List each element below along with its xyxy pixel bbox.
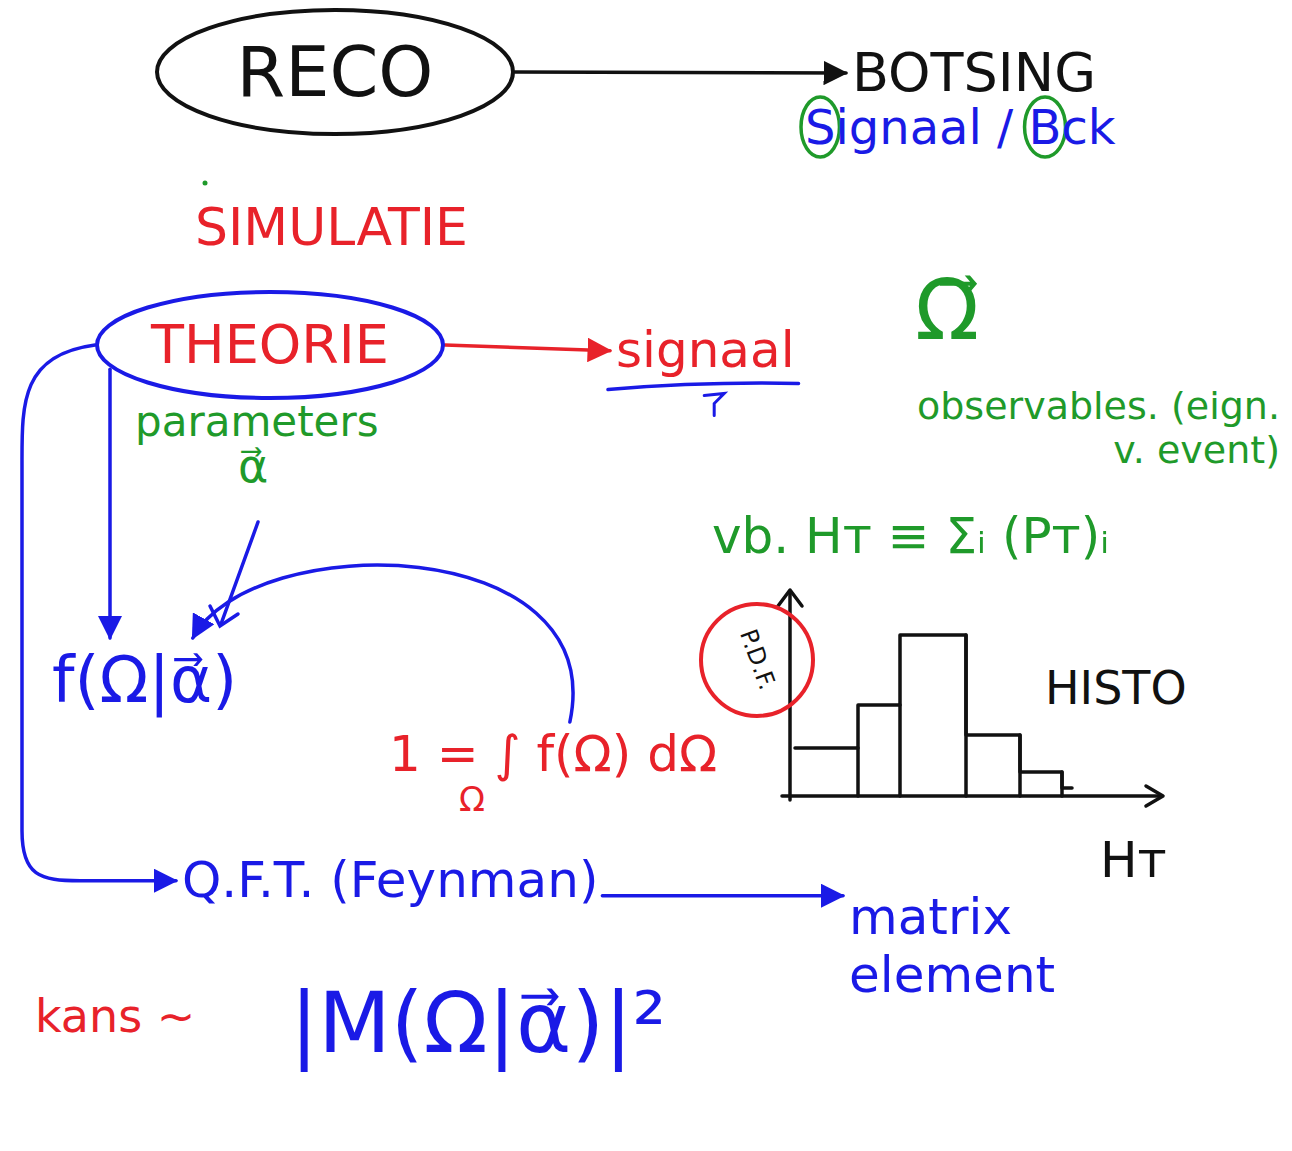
leader-line xyxy=(221,522,258,624)
node-text: P.D.F. xyxy=(733,626,780,694)
connector-arrow xyxy=(193,565,573,722)
bin-edge xyxy=(1018,735,1022,796)
node-text: BOTSING xyxy=(852,42,1096,104)
x-axis xyxy=(782,794,1160,798)
node-text: matrix element xyxy=(849,889,1171,1004)
observables-note: observables. (eign. v. event) xyxy=(905,385,1280,472)
node-text: RECO xyxy=(237,32,434,113)
matrix-element-formula: |M(Ω|α⃗)|² xyxy=(290,975,666,1072)
qft-text: Q.F.T. (Feynman) xyxy=(178,848,602,914)
leader-arrowhead xyxy=(210,606,238,626)
underline-tick xyxy=(704,394,724,416)
node-text: f(Ω|α⃗) xyxy=(52,644,237,718)
outline-ellipse xyxy=(701,604,813,716)
pdf-circle: P.D.F. xyxy=(699,602,815,718)
node-subscript: Ω xyxy=(459,780,717,819)
connector-arrow xyxy=(445,345,610,351)
section-heading: SIMULATIE xyxy=(195,198,468,258)
parameter-vector: α⃗ xyxy=(238,440,268,493)
ink-dot xyxy=(203,181,208,186)
axis-arrowhead xyxy=(1146,786,1163,806)
outline-ellipse xyxy=(97,292,443,398)
bin-edge xyxy=(898,705,902,796)
pdf-formula: f(Ω|α⃗) xyxy=(48,640,241,722)
bin-edge xyxy=(1060,772,1064,796)
y-axis xyxy=(788,592,792,800)
observable-vector: Ω⃗ xyxy=(915,262,979,359)
connector-arrow xyxy=(602,894,843,898)
normalisation-formula: 1 = ∫ f(Ω) dΩΩ xyxy=(385,722,721,823)
node-text: THEORIE xyxy=(151,314,389,376)
bin-edge xyxy=(964,635,968,796)
node-text: signaal xyxy=(616,322,795,380)
connector-arrow xyxy=(108,369,112,638)
underline xyxy=(608,383,799,389)
signal-text: signaal xyxy=(612,318,799,384)
signal-background-note: Signaal / Bck xyxy=(805,100,1116,155)
axis-arrowhead xyxy=(778,590,802,606)
ht-definition: vb. Hᴛ ≡ Σᵢ (Pᴛ)ᵢ xyxy=(712,508,1109,566)
histogram-label: HISTO xyxy=(1045,662,1187,715)
reco-ellipse: RECO xyxy=(155,8,515,136)
bin-edge xyxy=(856,748,860,796)
node-text: 1 = ∫ f(Ω) dΩ xyxy=(389,726,717,784)
connector-arrow xyxy=(515,72,846,73)
histogram-bars xyxy=(795,635,1072,788)
outline-ellipse xyxy=(157,10,513,134)
axis-label: Hᴛ xyxy=(1100,832,1167,890)
node-text: Q.F.T. (Feynman) xyxy=(182,852,598,910)
collision-text: BOTSING xyxy=(848,38,1100,108)
matrix-element-text: matrix element xyxy=(845,885,1175,1008)
probability-note: kans ~ xyxy=(35,990,195,1043)
theory-ellipse: THEORIE xyxy=(95,290,445,400)
